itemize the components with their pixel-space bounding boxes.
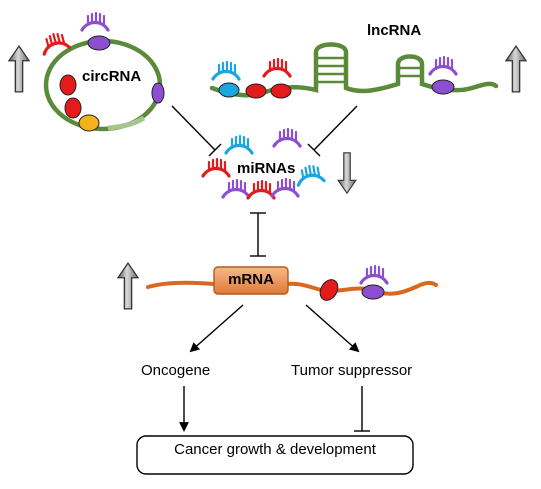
mirna-icon: [270, 177, 300, 198]
inhibition-icon: [354, 386, 370, 432]
circrna-label: circRNA: [82, 68, 142, 85]
mirna-icon: [221, 178, 251, 199]
mrna-box: [213, 266, 289, 295]
lncrna-up-arrow-icon: [505, 45, 527, 93]
inhibition-icon: [171, 105, 358, 157]
lncrna-label: lncRNA: [367, 22, 422, 39]
cancer-box: [136, 435, 414, 475]
mirna-icon: [359, 264, 389, 285]
cancer-label: Cancer growth & development: [174, 441, 376, 458]
oncogene-label: Oncogene: [141, 362, 211, 379]
mirna-icon: [272, 127, 302, 148]
mirna-icon: [201, 157, 231, 178]
arrow-to-tumor-suppressor: [305, 304, 360, 353]
mirna-down-arrow-icon: [337, 152, 357, 194]
mirna-icon: [211, 60, 241, 81]
inhibition-icon: [250, 212, 266, 257]
mirna-icon: [80, 11, 110, 32]
mirna-icon: [293, 162, 326, 187]
circrna-up-arrow-icon: [8, 45, 30, 93]
mirna-icon: [246, 179, 276, 200]
tumor-suppressor-label: Tumor suppressor: [291, 362, 413, 379]
mirna-icon: [262, 57, 292, 78]
mrna-label: mRNA: [228, 271, 274, 288]
lncrna-strand: [209, 42, 499, 99]
mirnas-label: miRNAs: [237, 160, 296, 177]
mrna-strand: [146, 266, 438, 301]
mirna-icon: [428, 55, 458, 76]
mirna-icon: [224, 134, 254, 155]
mrna-up-arrow-icon: [117, 262, 139, 310]
circrna-ring: [43, 35, 165, 132]
arrow-to-oncogene: [189, 304, 244, 353]
